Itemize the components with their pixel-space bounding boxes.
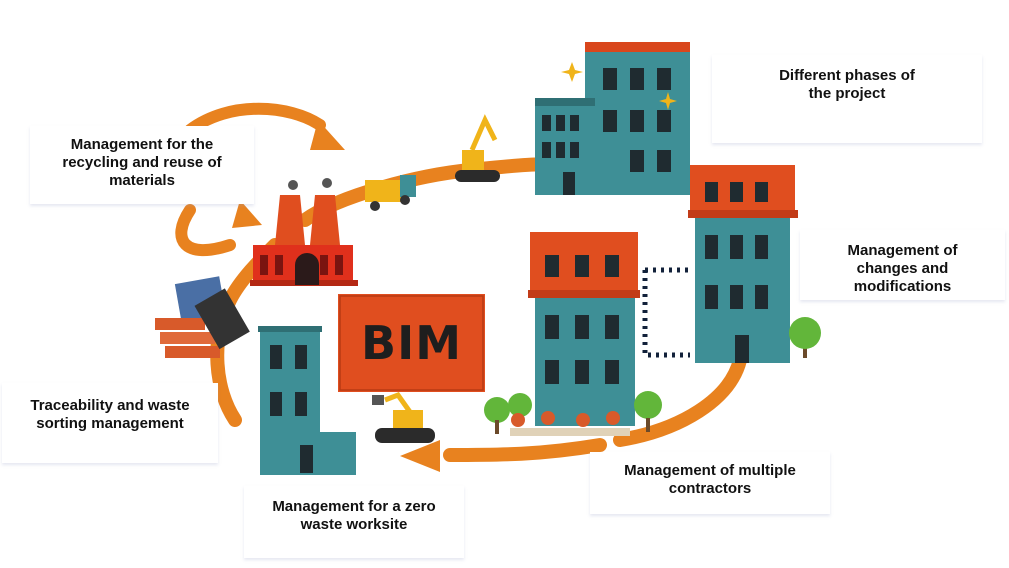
truck-icon: [365, 175, 416, 211]
label-changes-modifications: Management of changes and modifications: [800, 230, 1005, 300]
street-scene: [510, 411, 630, 436]
label-line: the project: [808, 85, 886, 102]
label-multiple-contractors: Management of multiple contractors: [590, 452, 830, 514]
label-different-phases: Different phases of the project: [712, 55, 982, 143]
label-traceability: Traceability and waste sorting managemen…: [2, 383, 218, 463]
factory-icon: [250, 178, 358, 286]
label-line: contractors: [668, 480, 752, 497]
building-bottom-left: [258, 326, 356, 475]
dotted-connector: [642, 267, 690, 358]
label-line: Management for the: [70, 136, 214, 153]
building-right: [688, 165, 798, 363]
label-line: materials: [109, 172, 175, 189]
crane-icon: [455, 114, 500, 182]
bim-badge: [338, 294, 485, 392]
bim-badge-text: BIM: [361, 316, 462, 370]
label-line: Management for a zero: [272, 498, 436, 515]
label-line: Different phases of: [779, 67, 915, 84]
label-line: modifications: [853, 278, 952, 295]
label-line: waste worksite: [300, 516, 408, 533]
label-line: Traceability and waste: [30, 397, 190, 414]
excavator-icon: [372, 391, 435, 443]
trees: [484, 317, 821, 434]
label-line: recycling and reuse of: [62, 154, 222, 171]
building-top-center: [535, 42, 690, 195]
label-line: Management of multiple: [624, 462, 796, 479]
arrowhead-lower: [232, 200, 262, 228]
label-line: changes and: [856, 260, 949, 277]
building-center-right: [528, 232, 640, 426]
label-recycling-reuse: Management for the recycling and reuse o…: [30, 126, 254, 204]
sparkles: [561, 62, 677, 110]
arrowhead-left: [400, 440, 440, 472]
label-line: Management of: [847, 242, 958, 259]
label-line: sorting management: [36, 415, 184, 432]
bricks-solar-icon: [155, 276, 250, 358]
curved-arrow-side: [175, 204, 236, 256]
curved-arrow-top: [184, 102, 326, 136]
label-zero-waste: Management for a zero waste worksite: [244, 486, 464, 558]
